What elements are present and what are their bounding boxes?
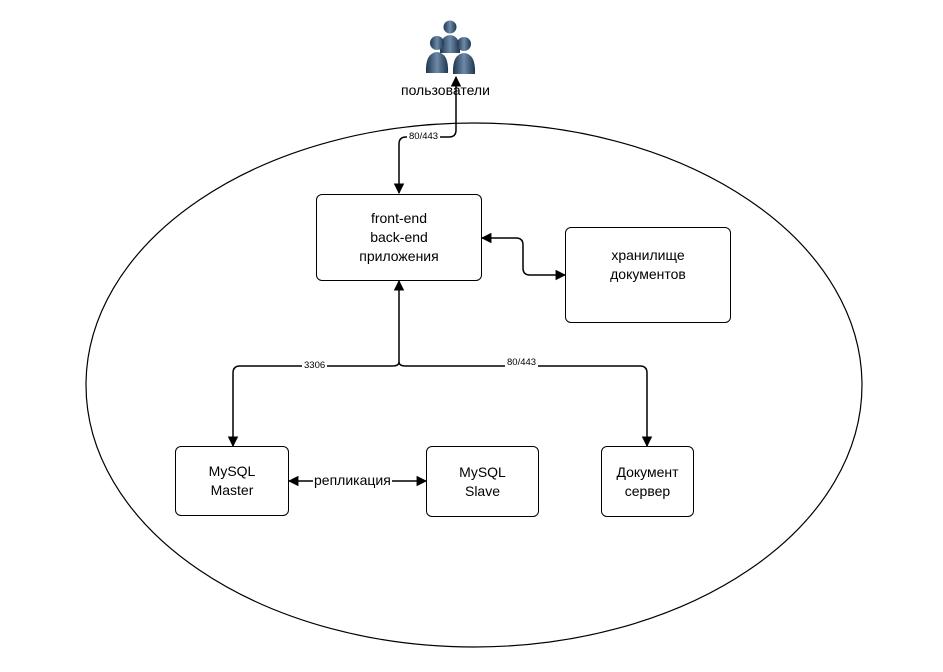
document-server-node: Документ сервер: [601, 446, 694, 517]
edge-label-users-port: 80/443: [407, 131, 441, 143]
edge-label-mysql-port: 3306: [302, 360, 328, 372]
system-boundary: [85, 122, 863, 648]
mysql-master-node: MySQL Master: [175, 446, 289, 516]
users-group-icon: [425, 20, 476, 74]
document-storage-node: хранилище документов: [565, 227, 731, 323]
replication-label: репликация: [313, 472, 392, 488]
edge-frontend-mysql: [227, 361, 400, 448]
edge-frontend-docserver: [398, 361, 653, 448]
edge-label-docserver-port: 80/443: [505, 357, 539, 369]
edge-frontend-storage: [480, 232, 567, 281]
users-label: пользователи: [401, 82, 490, 98]
frontend-backend-node: front-end back-end приложения: [316, 194, 482, 281]
mysql-slave-node: MySQL Slave: [426, 446, 539, 517]
